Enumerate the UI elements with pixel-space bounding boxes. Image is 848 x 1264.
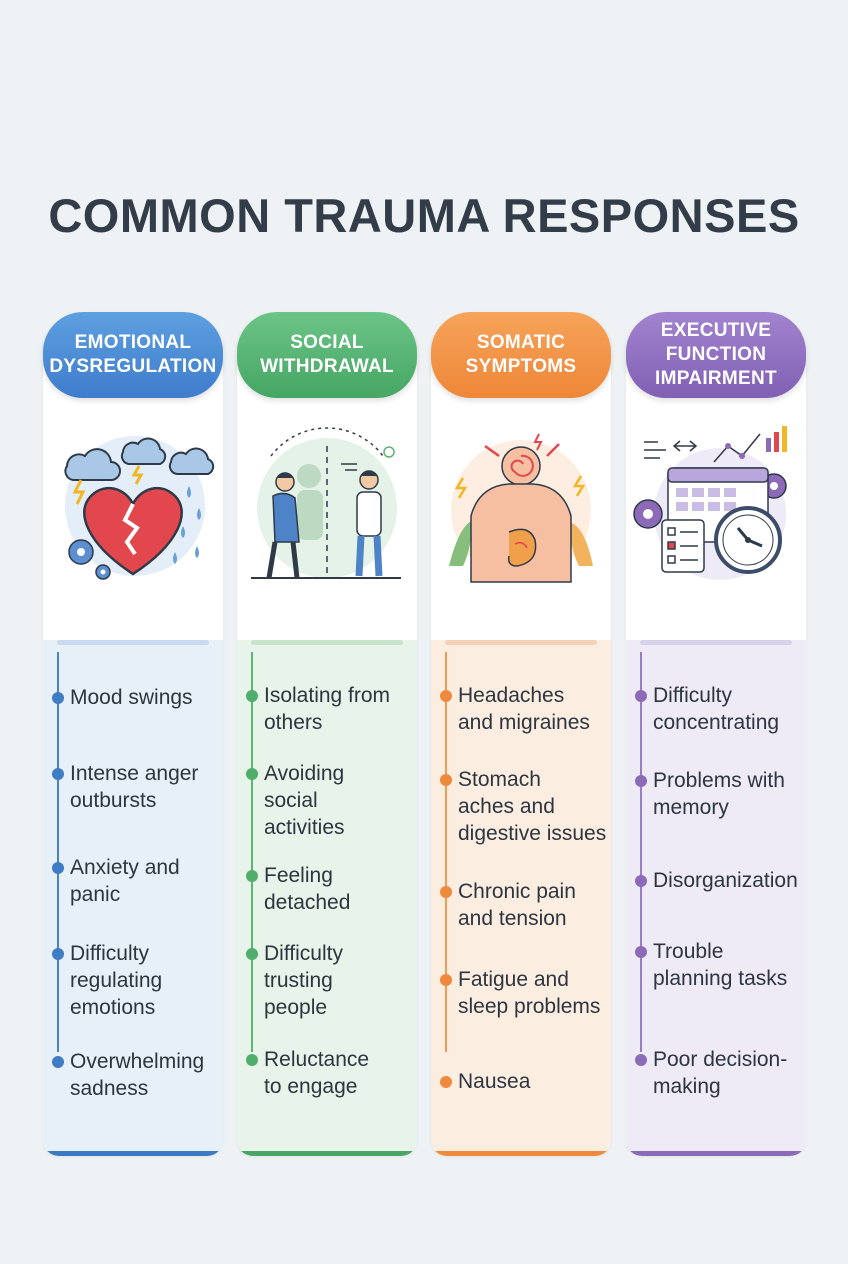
- bullet-dot: [635, 1054, 647, 1066]
- bullet-dot: [440, 886, 452, 898]
- header-executive-function-impairment: EXECUTIVE FUNCTION IMPAIRMENT: [626, 312, 806, 398]
- bullet-dot: [635, 946, 647, 958]
- bullet-dot: [52, 862, 64, 874]
- header-social-withdrawal: SOCIAL WITHDRAWAL: [237, 312, 417, 398]
- bullet-dot: [52, 768, 64, 780]
- bullet-dot: [246, 768, 258, 780]
- header-emotional-dysregulation: EMOTIONAL DYSREGULATION: [43, 312, 223, 398]
- bullet-dot: [440, 690, 452, 702]
- bullet-dot: [635, 690, 647, 702]
- bullet-dot: [52, 948, 64, 960]
- bullet-dot: [246, 1054, 258, 1066]
- bullet-dot: [635, 775, 647, 787]
- page-title: COMMON TRAUMA RESPONSES: [48, 189, 800, 242]
- bullet-dot: [246, 948, 258, 960]
- bullet-dot: [246, 690, 258, 702]
- isolated-people-icon: [241, 416, 413, 586]
- bullet-dot: [246, 870, 258, 882]
- column-executive-function-impairment: EXECUTIVE FUNCTION IMPAIRMENT: [626, 312, 806, 1156]
- header-label: EMOTIONAL DYSREGULATION: [49, 332, 217, 377]
- calendar-clock-checklist-icon: [630, 416, 802, 586]
- header-label: SOCIAL WITHDRAWAL: [260, 332, 394, 377]
- column-somatic-symptoms: SOMATIC SYMPTOMS Headaches and migraines…: [431, 312, 611, 1156]
- body-pain-icon: [435, 416, 607, 586]
- header-label: SOMATIC SYMPTOMS: [465, 332, 577, 377]
- column-social-withdrawal: SOCIAL WITHDRAWAL Isolating from o: [237, 312, 417, 1156]
- header-label: EXECUTIVE FUNCTION IMPAIRMENT: [655, 320, 777, 389]
- column-emotional-dysregulation: EMOTIONAL DYSREGULATION: [43, 312, 223, 1156]
- bullet-dot: [52, 692, 64, 704]
- bullet-dot: [635, 875, 647, 887]
- bullet-dot: [52, 1056, 64, 1068]
- broken-heart-storm-icon: [47, 416, 219, 586]
- header-somatic-symptoms: SOMATIC SYMPTOMS: [431, 312, 611, 398]
- bullet-dot: [440, 774, 452, 786]
- bullet-dot: [440, 1076, 452, 1088]
- bullet-dot: [440, 974, 452, 986]
